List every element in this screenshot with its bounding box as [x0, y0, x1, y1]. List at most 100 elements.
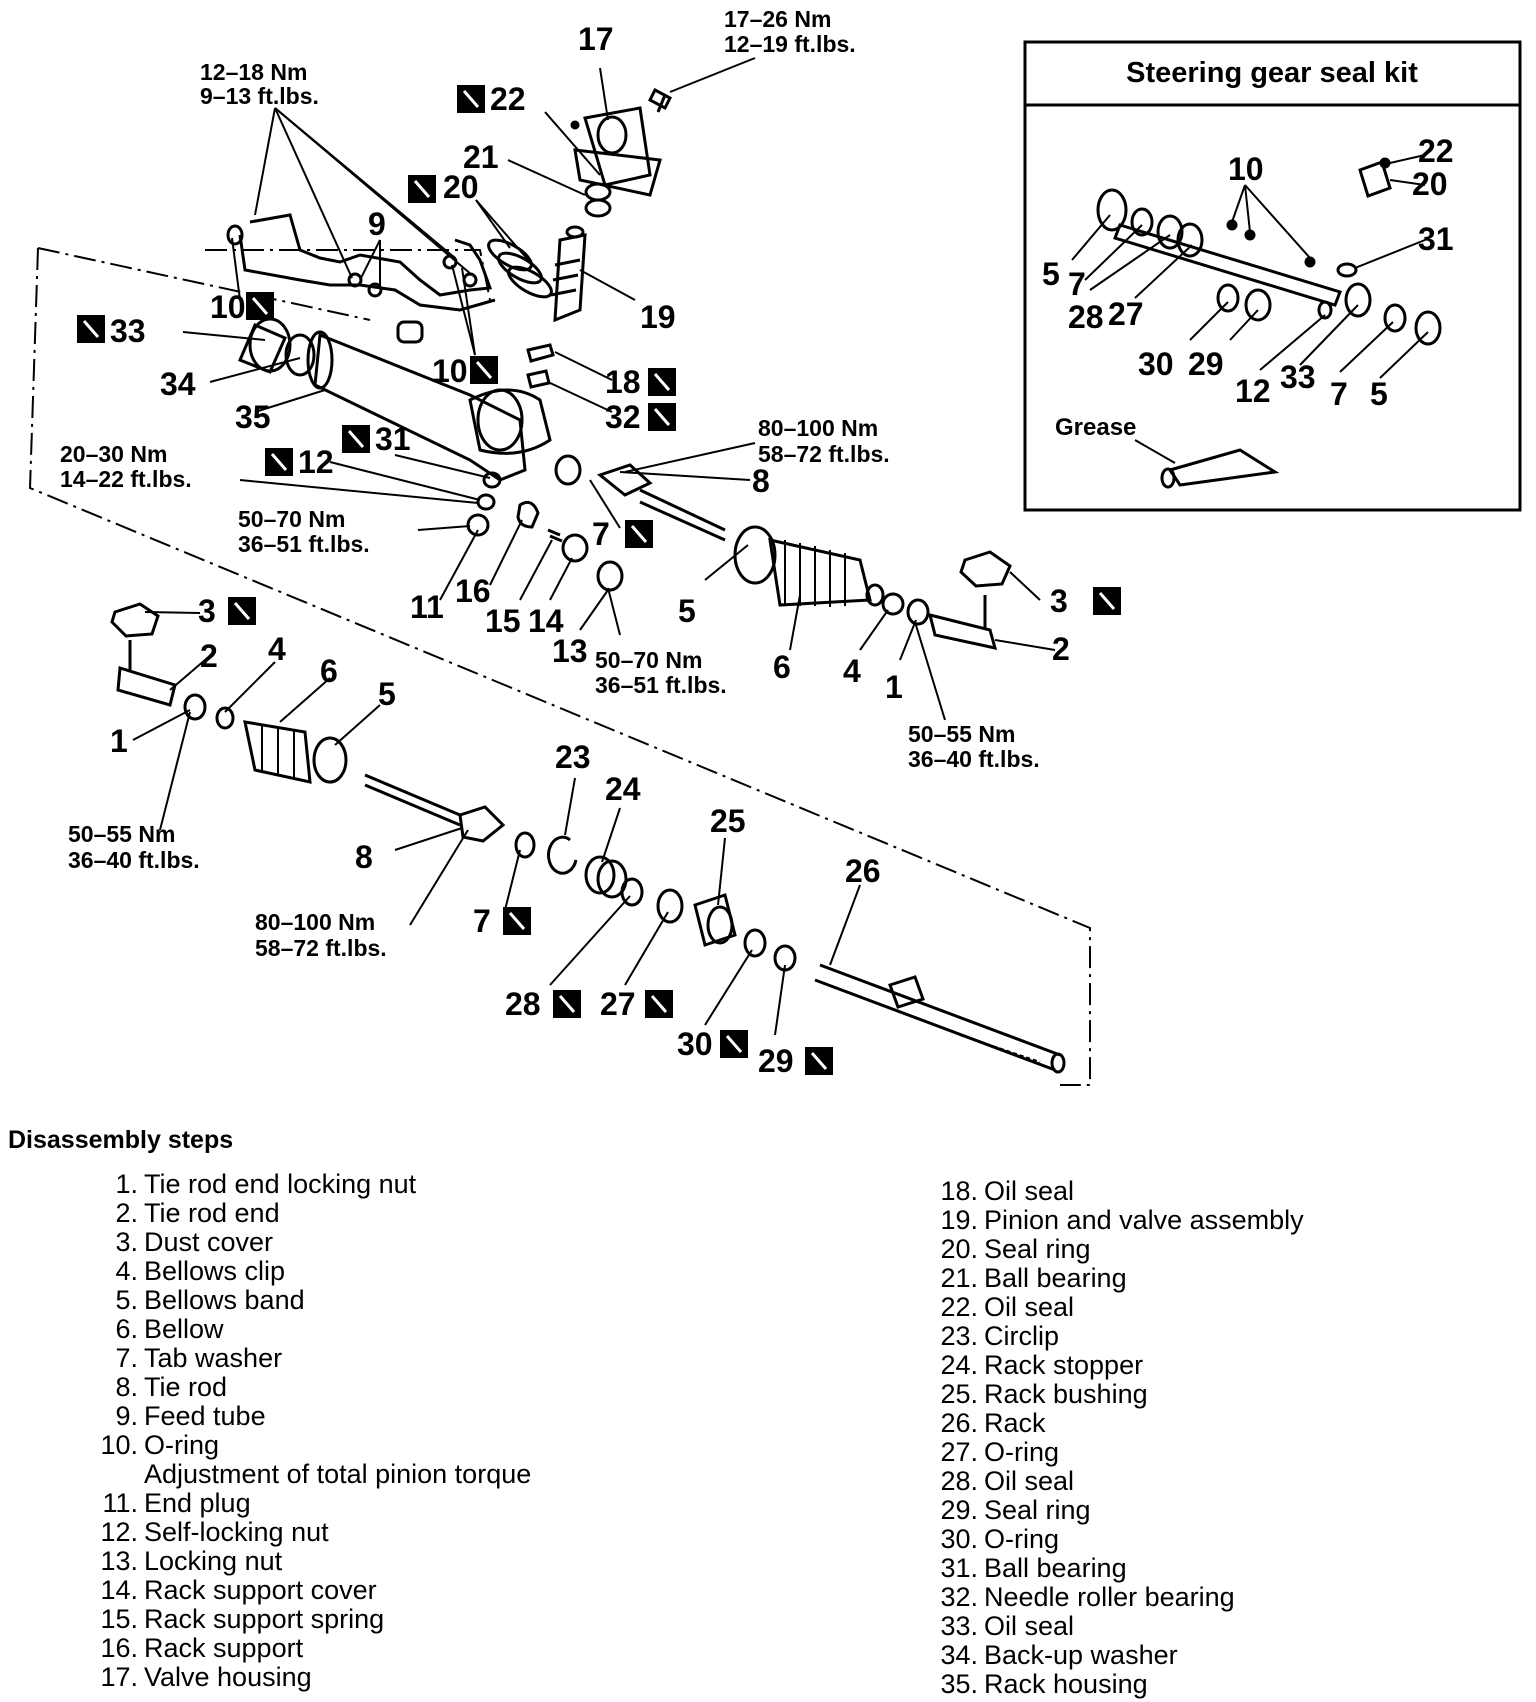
callout-35: 35	[235, 399, 271, 435]
grease-tube-icon	[1134, 439, 1280, 489]
step-number: 21.	[940, 1263, 978, 1293]
step-item: 14.Rack support cover	[100, 1576, 531, 1605]
step-text: Bellow	[144, 1314, 224, 1344]
non-reusable-badge	[1091, 585, 1123, 617]
step-text: Feed tube	[144, 1401, 266, 1431]
non-reusable-badge	[406, 173, 438, 205]
step-item: 24.Rack stopper	[940, 1351, 1304, 1380]
non-reusable-badge	[75, 313, 107, 345]
torque-8-left-ftlbs: 58–72 ft.lbs.	[255, 935, 387, 961]
step-item: 29.Seal ring	[940, 1496, 1304, 1525]
kit-label-20: 20	[1412, 166, 1448, 202]
kit-label-7-right: 7	[1330, 376, 1348, 412]
callout-20: 20	[443, 169, 479, 205]
step-text: Tab washer	[144, 1343, 283, 1373]
step-number: 2.	[115, 1198, 138, 1228]
callout-13: 13	[552, 633, 588, 669]
step-text: Seal ring	[984, 1495, 1091, 1525]
step-item: 32.Needle roller bearing	[940, 1583, 1304, 1612]
seal-kit-box: Steering gear seal kit	[1023, 40, 1522, 512]
step-item: 1.Tie rod end locking nut	[100, 1170, 531, 1199]
step-text: Seal ring	[984, 1234, 1091, 1264]
step-number: 14.	[100, 1575, 138, 1605]
kit-label-22: 22	[1418, 133, 1454, 169]
step-item: 18.Oil seal	[940, 1177, 1304, 1206]
step-text: O-ring	[984, 1437, 1060, 1467]
torque-17-nm: 17–26 Nm	[724, 6, 831, 32]
seal-kit-title: Steering gear seal kit	[1126, 57, 1418, 89]
step-text: Locking nut	[144, 1546, 283, 1576]
step-number: 24.	[940, 1350, 978, 1380]
torque-9-ftlbs: 9–13 ft.lbs.	[200, 83, 319, 109]
step-item: 33.Oil seal	[940, 1612, 1304, 1641]
callout-19: 19	[640, 299, 676, 335]
step-number: 10.	[100, 1430, 138, 1460]
step-number: 35.	[940, 1669, 978, 1699]
step-subtext: Adjustment of total pinion torque	[144, 1459, 532, 1489]
step-text: Circlip	[984, 1321, 1060, 1351]
step-item: 13.Locking nut	[100, 1547, 531, 1576]
callout-23: 23	[555, 739, 591, 775]
kit-label-27: 27	[1108, 296, 1144, 332]
step-text: Tie rod	[144, 1372, 228, 1402]
steps-heading: Disassembly steps	[8, 1126, 234, 1154]
step-number: 17.	[100, 1662, 138, 1692]
callout-29: 29	[758, 1043, 794, 1079]
rack-26	[814, 963, 1066, 1074]
small-parts-11-16	[466, 454, 624, 592]
step-item: 20.Seal ring	[940, 1235, 1304, 1264]
step-item: 9.Feed tube	[100, 1402, 531, 1431]
step-item: 23.Circlip	[940, 1322, 1304, 1351]
part-callouts: 17 22 21 20 9 19 10 33 10 34 35 18 32 31…	[75, 21, 1123, 1079]
callout-17: 17	[578, 21, 614, 57]
callout-6-right: 6	[773, 649, 791, 685]
callout-12: 12	[298, 444, 334, 480]
step-item: 19.Pinion and valve assembly	[940, 1205, 1303, 1235]
step-number: 6.	[115, 1314, 138, 1344]
step-text: Rack support cover	[144, 1575, 377, 1605]
callout-10-left: 10	[210, 289, 246, 325]
tie-rod-end-right-2	[927, 550, 1012, 650]
torque-12-ftlbs: 14–22 ft.lbs.	[60, 466, 192, 492]
kit-label-10: 10	[1228, 151, 1264, 187]
callout-2-left: 2	[200, 638, 218, 674]
non-reusable-badge	[551, 988, 583, 1020]
step-item: 6.Bellow	[100, 1315, 531, 1344]
callout-7-left: 7	[473, 903, 491, 939]
callout-1-left: 1	[110, 723, 128, 759]
step-text: Rack	[984, 1408, 1046, 1438]
torque-1-right-nm: 50–55 Nm	[908, 721, 1015, 747]
step-item: 16.Rack support	[100, 1634, 531, 1663]
needle-bearing-32	[526, 369, 551, 389]
step-text: Rack bushing	[984, 1379, 1148, 1409]
non-reusable-badge	[468, 354, 500, 386]
step-number: 28.	[940, 1466, 978, 1496]
step-item: 34.Back-up washer	[940, 1641, 1304, 1670]
bellow-left-6	[243, 720, 348, 784]
step-number: 13.	[100, 1546, 138, 1576]
torque-8-right-nm: 80–100 Nm	[758, 415, 878, 441]
callout-10-center: 10	[432, 353, 468, 389]
step-item: 7.Tab washer	[100, 1344, 531, 1373]
step-item: 28.Oil seal	[940, 1467, 1304, 1496]
torque-17-ftlbs: 12–19 ft.lbs.	[724, 31, 856, 57]
torque-labels: 17–26 Nm 12–19 ft.lbs. 12–18 Nm 9–13 ft.…	[60, 6, 1040, 961]
step-number: 33.	[940, 1611, 978, 1641]
non-reusable-badge	[455, 83, 487, 115]
step-number: 19.	[940, 1205, 978, 1235]
valve-housing-17	[570, 106, 662, 197]
non-reusable-badge	[646, 401, 678, 433]
step-text: Oil seal	[984, 1611, 1075, 1641]
non-reusable-badge	[646, 366, 678, 398]
step-number: 20.	[940, 1234, 978, 1264]
callout-3-right: 3	[1050, 583, 1068, 619]
torque-11-nm: 50–70 Nm	[238, 506, 345, 532]
callout-21: 21	[463, 139, 499, 175]
callout-3-left: 3	[198, 593, 216, 629]
step-text: Bellows band	[144, 1285, 305, 1315]
non-reusable-badge	[803, 1045, 835, 1077]
step-item: 8.Tie rod	[100, 1373, 531, 1402]
step-item: 26.Rack	[940, 1409, 1304, 1438]
callout-26: 26	[845, 853, 881, 889]
